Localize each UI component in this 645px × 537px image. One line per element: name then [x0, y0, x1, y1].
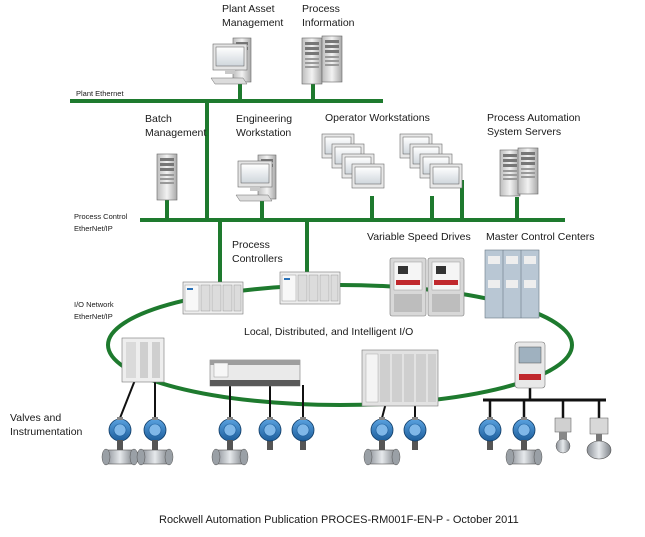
io-module-left[interactable]: [121, 337, 165, 383]
field-wiring: [119, 379, 416, 419]
pressure-transmitter-5[interactable]: [403, 416, 427, 451]
variable-speed-drive-2[interactable]: [427, 257, 465, 317]
pressure-transmitter-4[interactable]: [291, 416, 315, 451]
flow-transmitter-3[interactable]: [505, 416, 543, 466]
process-automation-servers[interactable]: [499, 147, 539, 197]
valves-label-line1: Valves and: [10, 412, 61, 424]
flow-transmitter-1[interactable]: [101, 416, 139, 466]
footer-publication: Rockwell Automation Publication PROCES-R…: [159, 514, 519, 526]
batch-label-line1: Batch: [145, 113, 172, 125]
local-io-label: Local, Distributed, and Intelligent I/O: [244, 326, 413, 338]
variable-speed-drive-1[interactable]: [389, 257, 427, 317]
process-controller-2[interactable]: [279, 271, 341, 305]
process-info-label-line2: Information: [302, 17, 355, 29]
flow-transmitter-2[interactable]: [363, 416, 401, 466]
master-control-center[interactable]: [484, 249, 540, 319]
vsd-label: Variable Speed Drives: [367, 231, 471, 243]
mcc-label: Master Control Centers: [486, 231, 595, 243]
plant-asset-label-line1: Plant Asset: [222, 3, 275, 15]
process-information-servers[interactable]: [301, 35, 343, 85]
engineering-label-line1: Engineering: [236, 113, 292, 125]
batch-label-line2: Management: [145, 127, 206, 139]
fieldbus-linking-device[interactable]: [514, 341, 546, 389]
process-controller-1[interactable]: [182, 281, 244, 315]
io-network-label-line2: EtherNet/IP: [74, 312, 113, 321]
pa-servers-label-line2: System Servers: [487, 126, 561, 138]
process-info-label-line1: Process: [302, 3, 340, 15]
operator-workstations[interactable]: [321, 133, 463, 189]
io-chassis-intelligent[interactable]: [361, 349, 439, 407]
process-control-label-line2: EtherNet/IP: [74, 224, 113, 233]
pressure-transmitter-2[interactable]: [211, 416, 249, 466]
engineering-label-line2: Workstation: [236, 127, 291, 139]
pressure-transmitter-1[interactable]: [136, 416, 174, 466]
controllers-label-line1: Process: [232, 239, 270, 251]
control-valve[interactable]: [586, 417, 612, 460]
pressure-transmitter-3[interactable]: [258, 416, 282, 451]
batch-management-server[interactable]: [156, 153, 178, 201]
operator-label: Operator Workstations: [325, 112, 430, 124]
plant-asset-management-pc[interactable]: [210, 37, 252, 85]
controllers-label-line2: Controllers: [232, 253, 283, 265]
pa-servers-label-line1: Process Automation: [487, 112, 581, 124]
process-control-label-line1: Process Control: [74, 212, 128, 221]
valves-label-line2: Instrumentation: [10, 426, 83, 438]
labels: Plant Asset Management Process Informati…: [10, 3, 595, 526]
io-network-label-line1: I/O Network: [74, 300, 114, 309]
io-rack-distributed[interactable]: [209, 359, 301, 387]
instrumentation-row: [101, 416, 612, 466]
plant-asset-label-line2: Management: [222, 17, 283, 29]
valve-positioner[interactable]: [554, 417, 572, 454]
engineering-workstation-pc[interactable]: [235, 154, 277, 202]
pressure-transmitter-6[interactable]: [478, 416, 502, 451]
plant-ethernet-label: Plant Ethernet: [76, 89, 124, 98]
